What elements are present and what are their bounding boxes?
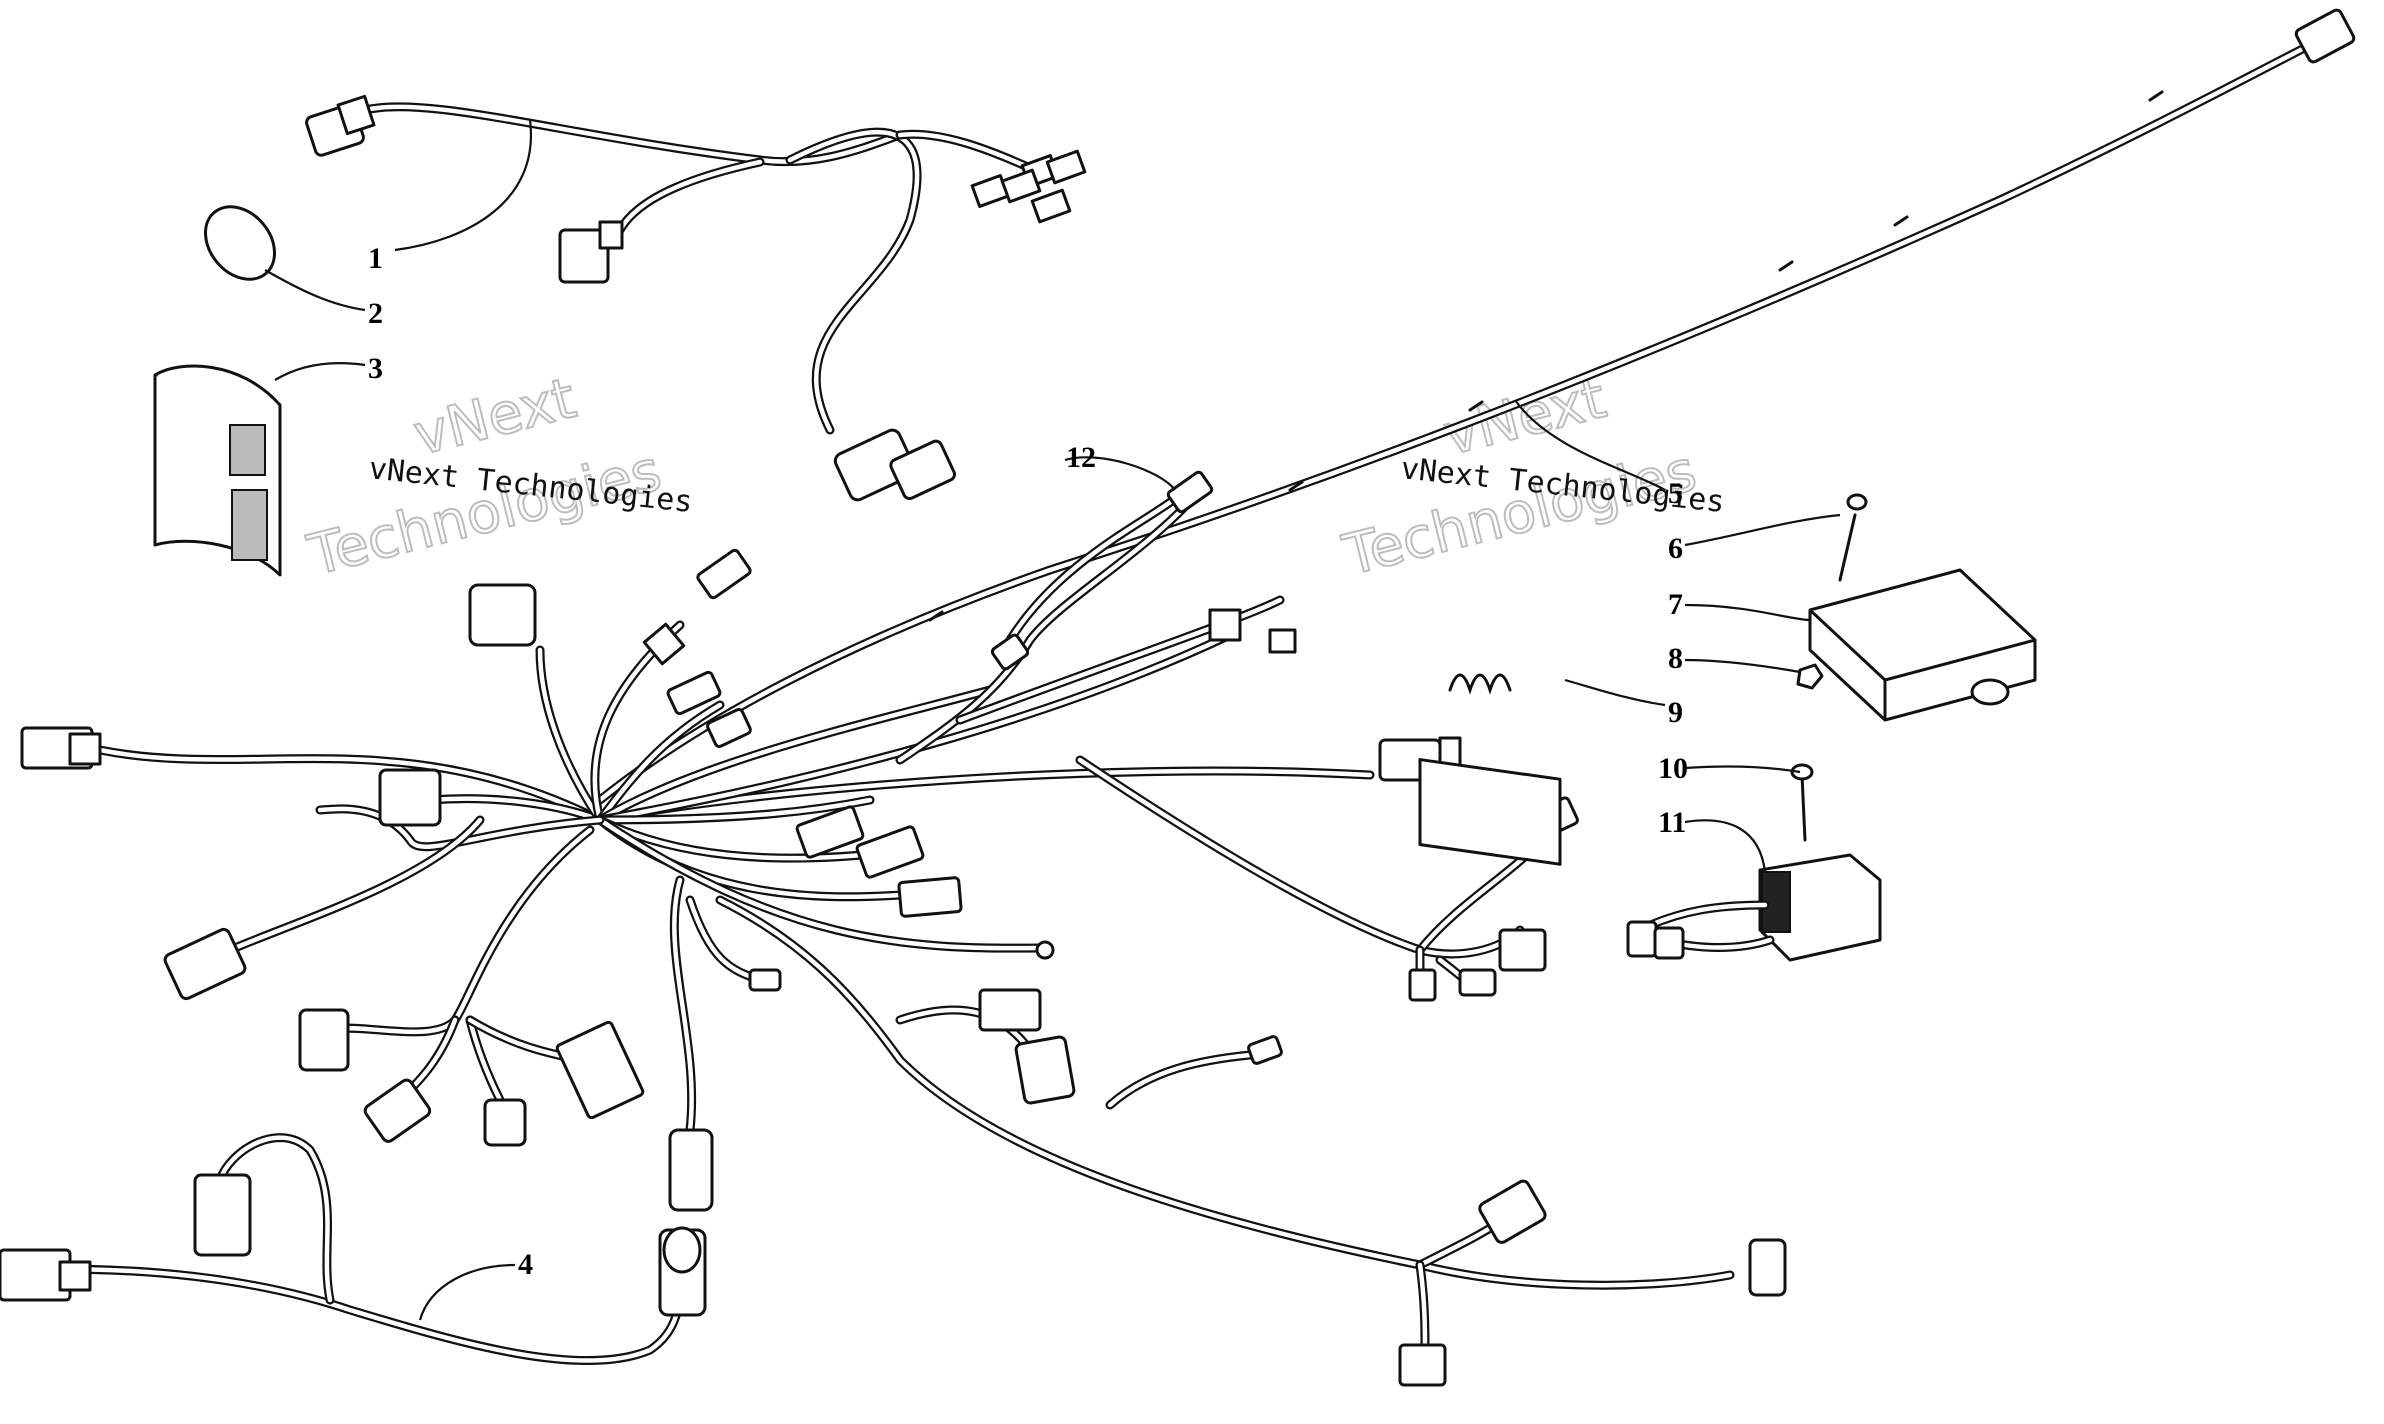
watermark-sub-right: Technologies (1337, 438, 1703, 588)
label-decal (1418, 758, 1562, 866)
callout-11: 11 (1658, 806, 1686, 839)
protective-sleeve (153, 364, 282, 577)
branch-connector-12 (990, 470, 1214, 671)
upper-subharness (305, 94, 1087, 502)
callout-3: 3 (368, 352, 383, 385)
callout-labels: 1 2 3 4 5 6 7 8 9 10 11 12 (368, 242, 1688, 1281)
clamp (204, 205, 276, 281)
callout-5: 5 (1668, 477, 1683, 510)
callout-9: 9 (1668, 696, 1683, 729)
callout-7: 7 (1668, 588, 1683, 621)
watermark-left: vNext Technologies vNext Technologies (301, 365, 694, 590)
callout-1: 1 (368, 242, 383, 275)
callout-4: 4 (518, 1248, 533, 1281)
callout-10: 10 (1658, 752, 1688, 785)
main-trunk (595, 8, 2356, 805)
callout-8: 8 (1668, 642, 1683, 675)
screw-6 (1838, 513, 1857, 582)
callout-12: 12 (1066, 441, 1096, 474)
callout-2: 2 (368, 297, 383, 330)
nut-8 (1796, 663, 1824, 690)
screw-10 (1800, 773, 1807, 842)
main-harness (20, 485, 1787, 1387)
watermark-sub-left: Technologies (302, 438, 668, 588)
lower-subharness (0, 1133, 707, 1366)
leader-lines (264, 119, 1841, 1321)
callout-6: 6 (1668, 532, 1683, 565)
module-hardware (1418, 493, 2037, 962)
watermark-brand-left: vNext (408, 366, 582, 469)
